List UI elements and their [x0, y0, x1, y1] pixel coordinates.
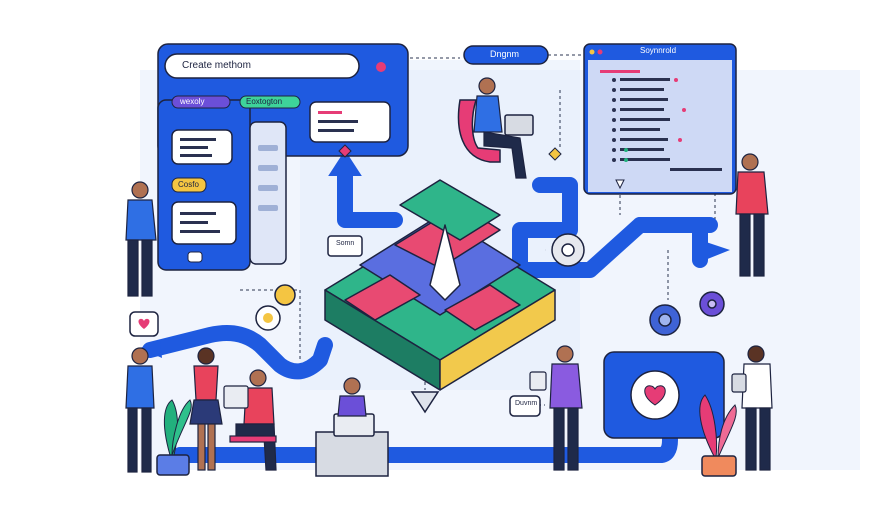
flow-arrow-left	[140, 340, 162, 358]
laptop	[504, 114, 534, 136]
gear-icon-purple	[699, 291, 725, 317]
central-puzzle	[324, 179, 556, 391]
note-tag-label: Cosfo	[178, 180, 199, 189]
speech-bubble-label: Duvnm	[515, 400, 538, 407]
desk	[315, 431, 389, 477]
chair	[457, 99, 501, 163]
search-input[interactable]	[164, 53, 360, 79]
laptop	[333, 413, 375, 437]
tag-left[interactable]	[171, 95, 231, 109]
code-lines	[600, 70, 722, 171]
close-dot-icon[interactable]	[376, 62, 386, 72]
plant-right	[699, 394, 737, 477]
gear-icon	[551, 233, 585, 267]
person-sitting-top	[473, 77, 527, 179]
speech-bubble	[509, 395, 541, 417]
down-arrow-icon	[410, 391, 440, 414]
chat-icon[interactable]	[187, 251, 203, 263]
person-seated-laptop	[223, 369, 277, 471]
person-left-standing	[125, 181, 157, 297]
diamond-marker	[338, 144, 352, 158]
tag-left-label: wexoly	[180, 97, 205, 106]
flow-arrow-right	[700, 240, 730, 262]
person-bottom-left	[125, 347, 155, 473]
gear-icon-blue	[649, 304, 681, 336]
person-woman	[189, 347, 223, 471]
heart-icon	[138, 318, 150, 329]
person-tablet	[529, 345, 583, 471]
scroll-panel-lines	[258, 145, 278, 211]
code-card-lines	[318, 111, 358, 132]
person-right-standing	[735, 153, 769, 277]
flow-arrow-up	[328, 150, 362, 176]
lightbulb-icon	[255, 284, 296, 331]
top-chip[interactable]	[463, 45, 549, 65]
note-tag[interactable]	[171, 177, 207, 193]
top-chip-label: Dngnm	[490, 49, 520, 59]
person-far-right	[731, 345, 773, 471]
tag-right[interactable]	[239, 95, 301, 109]
list-card-2-lines	[180, 212, 220, 233]
window-dot-icon	[597, 49, 603, 55]
person-desk	[337, 377, 367, 417]
scroll-panel	[249, 121, 287, 265]
list-card-1-lines	[180, 138, 216, 157]
window-dot-icon	[589, 49, 595, 55]
small-card-label: Somn	[336, 240, 355, 247]
heart-icon	[644, 385, 666, 406]
tag-right-label: Eoxtogton	[246, 97, 283, 106]
right-window-title: Soynnrold	[640, 46, 677, 55]
diamond-marker	[548, 147, 562, 161]
down-arrow-small-icon	[615, 179, 625, 190]
small-card	[327, 235, 363, 257]
search-input-text: Create methom	[182, 60, 251, 71]
plant-left	[156, 399, 192, 476]
